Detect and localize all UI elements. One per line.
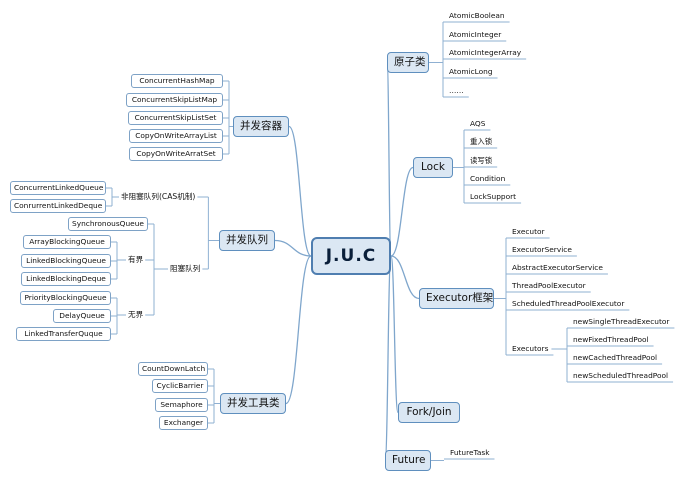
link-center-forkjoin <box>390 255 399 414</box>
executor-item-executorservice: ExecutorService <box>512 245 572 254</box>
executors-item-newsinglethreadexecutor: newSingleThreadExecutor <box>573 317 670 326</box>
blocking-queue-node: 阻塞队列 <box>170 264 201 273</box>
tool-item-exchanger: Exchanger <box>159 416 208 430</box>
link-center-atomic <box>386 61 392 257</box>
branch-future: Future <box>385 450 431 471</box>
executors-item-newfixedthreadpool: newFixedThreadPool <box>573 335 649 344</box>
link-center-tools <box>285 255 312 405</box>
container-item-concurrentskiplistmap: ConcurrentSkipListMap <box>126 93 223 107</box>
atomic-item-atomicintegerarray: AtomicIntegerArray <box>449 48 522 57</box>
branch-executor: Executor框架 <box>419 288 494 309</box>
link-center-future <box>384 255 392 462</box>
unbounded-queue-node: 无界 <box>128 310 144 319</box>
executor-item-threadpoolexecutor: ThreadPoolExecutor <box>512 281 586 290</box>
executors-item-newscheduledthreadpool: newScheduledThreadPool <box>573 371 669 380</box>
atomic-item-atomicinteger: AtomicInteger <box>449 30 502 39</box>
executors-item-newcachedthreadpool: newCachedThreadPool <box>573 353 658 362</box>
executors-node: Executors <box>512 344 549 353</box>
atomic-item-ellipsis: …… <box>449 86 464 95</box>
lock-item-readwrite: 读写锁 <box>470 156 493 165</box>
link-center-containers <box>288 125 312 257</box>
lock-item-condition: Condition <box>470 174 506 183</box>
bounded-queue-node: 有界 <box>128 255 144 264</box>
queue-item-linkedtransferquque: LinkedTransferQuque <box>16 327 111 341</box>
branch-atomic: 原子类 <box>387 52 429 73</box>
executor-item-abstractexecutorservice: AbstractExecutorService <box>512 263 603 272</box>
nonblocking-queue-node: 非阻塞队列(CAS机制) <box>121 192 196 201</box>
queue-item-linkedblockingdeque: LinkedBlockingDeque <box>21 272 111 286</box>
container-item-copyonwritearraylist: CopyOnWriteArrayList <box>129 129 223 143</box>
tool-item-countdownlatch: CountDownLatch <box>138 362 208 376</box>
executor-item-scheduledthreadpoolexecutor: ScheduledThreadPoolExecutor <box>512 299 625 308</box>
branch-forkjoin: Fork/Join <box>398 402 460 423</box>
tool-item-semaphore: Semaphore <box>155 398 208 412</box>
container-item-concurrentskiplistset: ConcurrentSkipListSet <box>128 111 223 125</box>
container-item-concurrenthashmap: ConcurrentHashMap <box>131 74 223 88</box>
branch-tools: 并发工具类 <box>220 393 286 414</box>
queue-item-linkedblockingqueue: LinkedBlockingQueue <box>21 254 111 268</box>
lock-item-locksupport: LockSupport <box>470 192 517 201</box>
future-item-futuretask: FutureTask <box>450 448 490 457</box>
queue-item-conrurrentlinkeddeque: ConrurrentLinkedDeque <box>10 199 106 213</box>
queue-item-arrayblockingqueue: ArrayBlockingQueue <box>23 235 111 249</box>
atomic-item-atomiclong: AtomicLong <box>449 67 493 76</box>
queue-item-priorityblockingqueue: PriorityBlockingQueue <box>20 291 111 305</box>
tool-item-cyclicbarrier: CyclicBarrier <box>152 379 208 393</box>
atomic-item-atomicboolean: AtomicBoolean <box>449 11 505 20</box>
link-center-queues <box>274 239 312 257</box>
executor-item-executor: Executor <box>512 227 545 236</box>
queue-item-synchronousqueue: SynchronousQueue <box>68 217 148 231</box>
branch-queues: 并发队列 <box>219 230 275 251</box>
container-item-copyonwritearratset: CopyOnWriteArratSet <box>129 147 223 161</box>
queue-item-delayqueue: DelayQueue <box>53 309 111 323</box>
branch-lock: Lock <box>413 157 453 178</box>
link-center-lock <box>390 166 414 257</box>
lock-item-aqs: AQS <box>470 119 486 128</box>
lock-item-reentrant: 重入锁 <box>470 137 493 146</box>
center-node-juc: J.U.C <box>311 237 391 275</box>
link-center-executor <box>390 255 420 300</box>
queue-item-concurrentlinkedqueue: ConcurrentLinkedQueue <box>10 181 106 195</box>
branch-containers: 并发容器 <box>233 116 289 137</box>
